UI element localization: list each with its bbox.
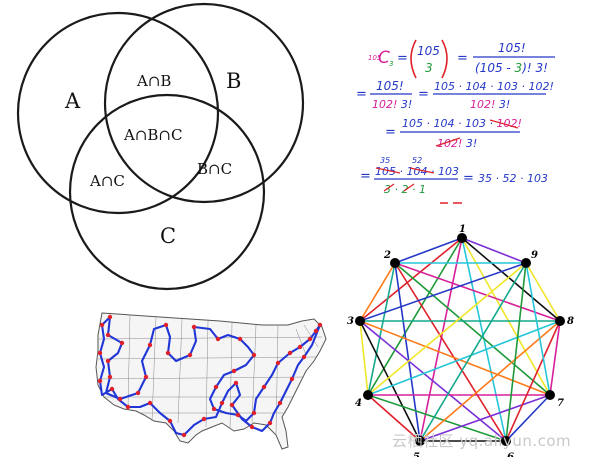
graph-vertex — [457, 233, 467, 243]
graph-vertex-label: 7 — [557, 398, 564, 409]
eq-3: = — [385, 125, 396, 140]
graph-edge — [359, 237, 463, 322]
set-c-circle — [68, 93, 266, 291]
us-tsp-route-map — [0, 295, 340, 457]
label-a-and-c: A∩C — [89, 172, 125, 190]
graph-edge — [394, 237, 463, 264]
graph-vertex — [545, 390, 555, 400]
label-a-and-b-and-c: A∩B∩C — [123, 126, 182, 144]
eq-1b: = — [457, 51, 468, 66]
eq-1: = — [397, 51, 408, 66]
graph-vertex — [521, 258, 531, 268]
graph-vertex — [390, 258, 400, 268]
graph-vertex-label: 3 — [347, 316, 354, 327]
graph-edge — [419, 262, 527, 442]
graph-edge — [525, 262, 561, 322]
complete-graph-k9: 1 2 3 4 5 6 7 8 9 — [330, 215, 600, 457]
label-a: A — [64, 89, 81, 113]
graph-edge — [359, 320, 507, 442]
f1-den: 102! 3! — [372, 98, 412, 111]
graph-edge — [525, 262, 551, 396]
graph-vertex-label: 8 — [567, 316, 574, 327]
graph-edge — [367, 320, 561, 396]
graph-vertex-label: 2 — [383, 250, 391, 261]
over-52: 52 — [412, 156, 422, 165]
graph-edge — [394, 262, 551, 396]
set-b-circle — [103, 2, 305, 204]
lhs-c: C — [378, 48, 390, 68]
set-a-circle — [16, 11, 220, 215]
graph-edge — [359, 320, 369, 396]
graph-vertex-label: 1 — [459, 224, 466, 235]
graph-edge — [359, 262, 396, 322]
eq-4b: = — [463, 171, 474, 186]
graph-vertex — [363, 390, 373, 400]
eq-4: = — [360, 169, 371, 184]
row3-den: 102! 3! — [437, 137, 477, 150]
graph-vertex — [555, 316, 565, 326]
f1-num: 105! — [376, 79, 404, 93]
graph-edge — [367, 394, 421, 442]
eq-2b: = — [418, 87, 429, 102]
derivation-row-1: 105 C 3 = 105 3 = 105! (105 - 3)! 3! — [368, 39, 555, 79]
graph-edge — [394, 262, 507, 442]
state-borders — [97, 314, 323, 436]
binom-right-paren — [441, 39, 448, 79]
eq-2: = — [356, 87, 367, 102]
graph-edge — [367, 237, 463, 396]
graph-edge — [359, 320, 421, 442]
graph-edge — [367, 394, 507, 442]
label-b-and-c: B∩C — [197, 160, 232, 178]
f2-num: 105 · 104 · 103 · 102! — [434, 80, 554, 93]
graph-edge — [359, 262, 527, 322]
binom-left-paren — [410, 39, 417, 79]
graph-edge — [367, 262, 527, 396]
graph-edge — [549, 320, 561, 396]
combination-derivation: 105 C 3 = 105 3 = 105! (105 - 3)! 3! = 1… — [320, 0, 600, 220]
graph-edge — [505, 394, 551, 442]
label-c: C — [160, 224, 176, 248]
binom-top: 105 — [417, 44, 440, 58]
graph-edge — [419, 394, 551, 442]
f2-den: 102! 3! — [470, 98, 510, 111]
graph-edge — [461, 237, 561, 322]
derivation-row-4: 35 52 = 105 · 104 · 103 3 · 2 · 1 = 35 ·… — [360, 156, 548, 196]
lhs-subscript: 3 — [389, 60, 393, 68]
row4-result: 35 · 52 · 103 — [478, 172, 548, 185]
graph-edge — [461, 237, 527, 264]
graph-vertex-label: 4 — [355, 398, 362, 409]
graph-vertex-label: 5 — [413, 452, 420, 457]
graph-edge — [359, 320, 551, 396]
derivation-row-3: = 105 · 104 · 103 · 102! 102! 3! — [385, 117, 522, 150]
row4-den: 3 · 2 · 1 — [384, 183, 426, 196]
graph-edge — [461, 237, 551, 396]
graph-vertex — [415, 436, 425, 446]
graph-edge — [419, 320, 561, 442]
label-b: B — [226, 69, 241, 93]
label-a-and-b: A∩B — [136, 72, 171, 90]
us-outline — [95, 312, 327, 450]
graph-vertex — [355, 316, 365, 326]
graph-edge — [394, 262, 561, 322]
graph-edge — [419, 237, 463, 442]
graph-vertex-label: 6 — [507, 452, 514, 457]
watermark-text: 云栖社区 yq.aliyun.com — [392, 432, 572, 450]
row4-num: 105 · 104 · 103 — [375, 165, 459, 178]
city-dots — [97, 314, 323, 438]
binom-bottom: 3 — [425, 61, 433, 75]
lhs-prefix: 105 — [368, 54, 382, 62]
graph-edge — [505, 320, 561, 442]
over-35: 35 — [380, 156, 390, 165]
graph-edge — [505, 262, 527, 442]
frac-num: 105! — [498, 41, 526, 55]
derivation-row-2: = 105! 102! 3! = 105 · 104 · 103 · 102! … — [356, 79, 554, 111]
venn-diagram: A B C A∩B A∩B∩C A∩C B∩C — [0, 0, 320, 300]
graph-vertex-label: 9 — [531, 250, 538, 261]
graph-vertex — [501, 436, 511, 446]
frac-den: (105 - 3)! 3! — [475, 61, 548, 75]
